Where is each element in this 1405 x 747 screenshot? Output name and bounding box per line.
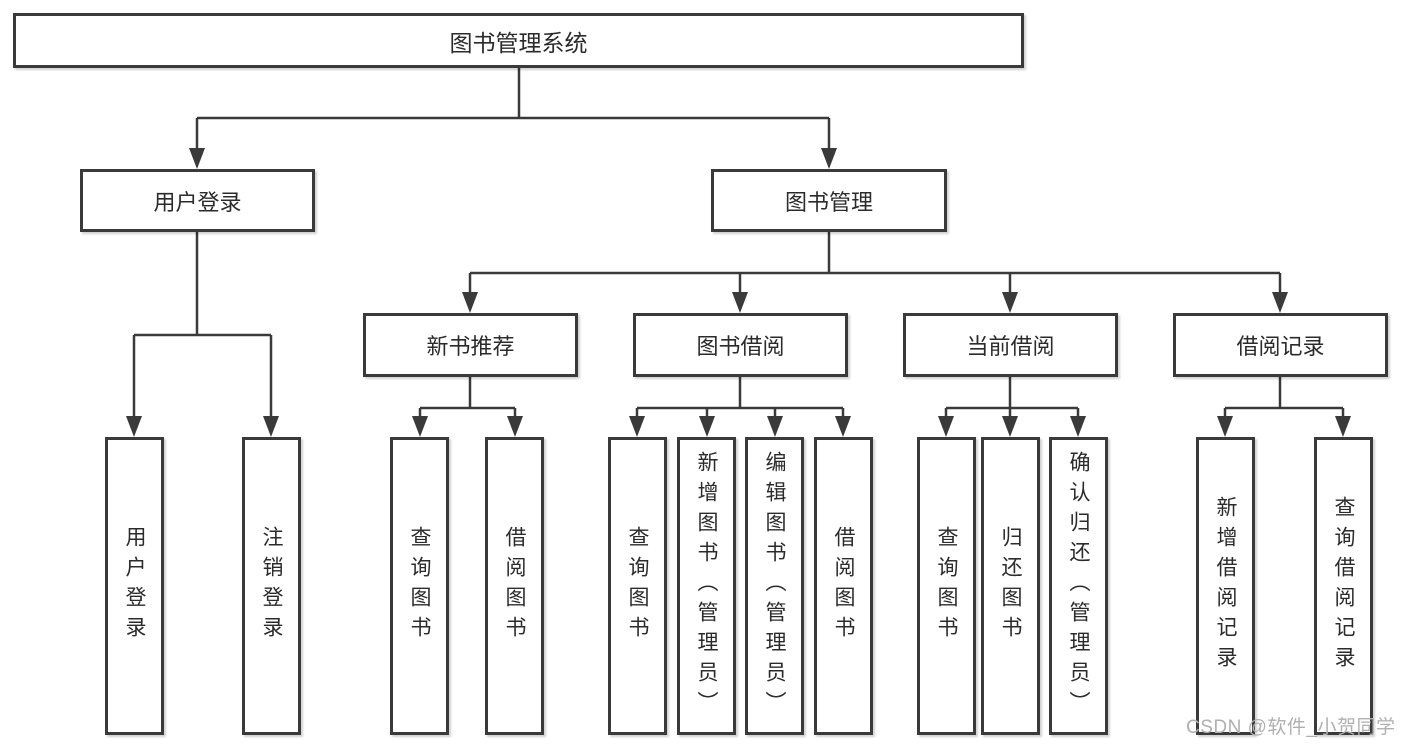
watermark: CSDN @软件_小贺同学 bbox=[1186, 717, 1396, 738]
node-root-label: 图书管理系统 bbox=[449, 29, 588, 56]
node-book-borrow: 图书借阅 bbox=[633, 313, 848, 377]
node-user-login: 用户登录 bbox=[80, 169, 315, 232]
node-borrow-records-label: 借阅记录 bbox=[1236, 334, 1325, 359]
leaf-current-query-books-label: 查询图书 bbox=[935, 526, 958, 646]
leaf-logout: 注销登录 bbox=[242, 437, 301, 735]
node-book-management-label: 图书管理 bbox=[784, 189, 873, 215]
connector-book-management-children bbox=[468, 232, 1282, 295]
leaf-user-login-label: 用户登录 bbox=[123, 526, 146, 646]
leaf-current-query-books: 查询图书 bbox=[917, 437, 976, 735]
leaf-borrow-edit-books-admin: 编辑图书（管理员） bbox=[745, 437, 804, 735]
leaf-borrow-query-books-label: 查询图书 bbox=[626, 526, 649, 646]
leaf-current-return-books: 归还图书 bbox=[981, 437, 1040, 735]
node-current-borrow: 当前借阅 bbox=[903, 313, 1118, 377]
arrowheads bbox=[126, 148, 1351, 437]
connector-user-login-children bbox=[132, 232, 273, 419]
connector-new-book-recommend-children bbox=[418, 377, 517, 419]
leaf-newbook-query-books: 查询图书 bbox=[390, 437, 449, 735]
connector-book-borrow-children bbox=[635, 377, 845, 419]
node-current-borrow-label: 当前借阅 bbox=[966, 334, 1055, 359]
node-book-borrow-label: 图书借阅 bbox=[696, 334, 785, 359]
leaf-records-query-record-label: 查询借阅记录 bbox=[1332, 496, 1355, 676]
leaf-borrow-borrow-books-label: 借阅图书 bbox=[832, 526, 855, 646]
leaf-borrow-add-books-admin-label: 新增图书（管理员） bbox=[695, 451, 718, 721]
node-root: 图书管理系统 bbox=[13, 13, 1024, 68]
leaf-records-add-record: 新增借阅记录 bbox=[1196, 437, 1255, 735]
connector-root-to-level2 bbox=[195, 68, 831, 151]
node-borrow-records: 借阅记录 bbox=[1173, 313, 1388, 377]
leaf-current-return-books-label: 归还图书 bbox=[999, 526, 1022, 646]
node-new-book-recommend-label: 新书推荐 bbox=[426, 334, 515, 359]
node-book-management: 图书管理 bbox=[711, 169, 947, 232]
node-new-book-recommend: 新书推荐 bbox=[363, 313, 578, 377]
leaf-borrow-add-books-admin: 新增图书（管理员） bbox=[677, 437, 736, 735]
leaf-records-add-record-label: 新增借阅记录 bbox=[1214, 496, 1237, 676]
leaf-borrow-borrow-books: 借阅图书 bbox=[814, 437, 873, 735]
leaf-newbook-borrow-books-label: 借阅图书 bbox=[503, 526, 526, 646]
leaf-logout-label: 注销登录 bbox=[260, 526, 283, 646]
leaf-newbook-borrow-books: 借阅图书 bbox=[485, 437, 544, 735]
leaf-current-confirm-return-admin: 确认归还（管理员） bbox=[1049, 437, 1108, 735]
connector-current-borrow-children bbox=[944, 377, 1080, 419]
leaf-current-confirm-return-admin-label: 确认归还（管理员） bbox=[1067, 451, 1090, 721]
connector-borrow-records-children bbox=[1223, 377, 1345, 419]
leaf-newbook-query-books-label: 查询图书 bbox=[408, 526, 431, 646]
leaf-borrow-query-books: 查询图书 bbox=[608, 437, 667, 735]
node-user-login-label: 用户登录 bbox=[153, 189, 242, 215]
leaf-user-login: 用户登录 bbox=[105, 437, 164, 735]
leaf-records-query-record: 查询借阅记录 bbox=[1314, 437, 1373, 735]
leaf-borrow-edit-books-admin-label: 编辑图书（管理员） bbox=[763, 451, 786, 721]
